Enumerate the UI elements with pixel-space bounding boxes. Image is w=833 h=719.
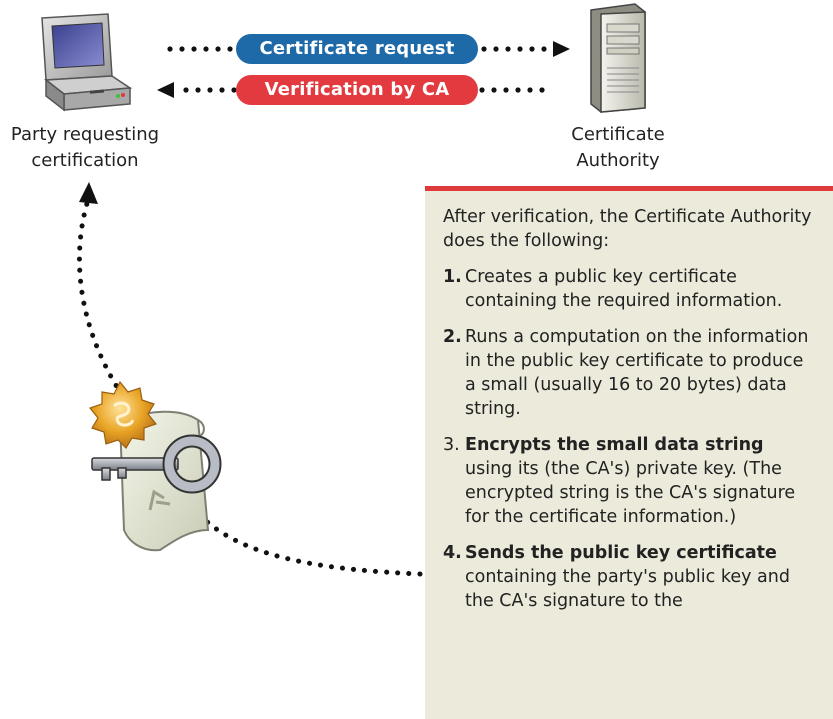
step-number: 1.: [443, 267, 462, 287]
step-1: 1. Creates a public key certificate cont…: [443, 265, 815, 313]
step-bold-text: Sends the public key certificate: [465, 543, 777, 563]
requester-caption-line1: Party requesting: [10, 124, 160, 145]
request-arrowhead: [553, 41, 570, 57]
verification-dotted-line: [183, 87, 545, 93]
explanation-panel: After verification, the Certificate Auth…: [425, 186, 833, 719]
upward-dotted-path: [76, 197, 125, 398]
ca-caption: Certificate Authority: [548, 122, 688, 174]
ca-caption-line2: Authority: [576, 150, 660, 171]
step-bold-text: Encrypts the small data string: [465, 435, 764, 455]
certificate-request-pill: Certificate request: [236, 34, 478, 64]
computer-icon: [41, 13, 133, 112]
request-dotted-line: [167, 46, 547, 52]
server-icon: [590, 3, 646, 113]
step-number: 3.: [443, 435, 460, 455]
requester-caption-line2: certification: [31, 150, 139, 171]
upward-arrowhead: [79, 182, 98, 204]
step-body: Sends the public key certificate contain…: [465, 541, 815, 613]
ca-caption-line1: Certificate: [571, 124, 665, 145]
verification-by-ca-pill: Verification by CA: [236, 75, 478, 105]
return-dotted-path: [202, 517, 423, 577]
panel-text: After verification, the Certificate Auth…: [443, 205, 815, 625]
step-text: Runs a computation on the information in…: [465, 327, 809, 419]
step-number: 2.: [443, 327, 462, 347]
step-text: containing the party's public key and th…: [465, 567, 790, 611]
certificate-key-icon: [88, 380, 222, 552]
requester-caption: Party requesting certification: [0, 122, 170, 174]
verification-arrowhead: [157, 82, 174, 98]
step-2: 2. Runs a computation on the information…: [443, 325, 815, 421]
step-4: 4. Sends the public key certificate cont…: [443, 541, 815, 613]
panel-intro: After verification, the Certificate Auth…: [443, 207, 812, 251]
step-body: Encrypts the small data string using its…: [465, 433, 815, 529]
step-number: 4.: [443, 543, 462, 563]
step-text: Creates a public key certificate contain…: [465, 267, 783, 311]
step-text: using its (the CA's) private key. (The e…: [465, 459, 796, 527]
step-3: 3. Encrypts the small data string using …: [443, 433, 815, 529]
